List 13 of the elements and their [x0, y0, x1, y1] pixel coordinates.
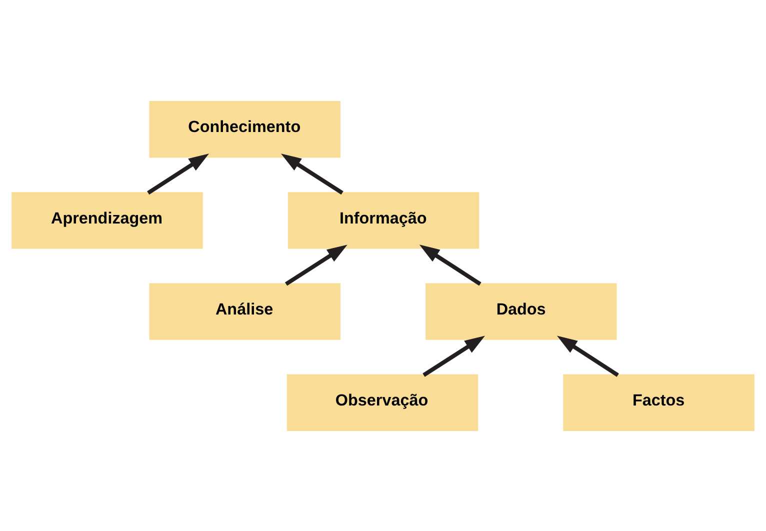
arrow: [419, 244, 482, 286]
arrow: [147, 153, 209, 194]
node-box: Análise: [149, 282, 340, 340]
arrow: [284, 244, 348, 286]
arrow: [557, 335, 619, 376]
node-box: Factos: [563, 374, 754, 430]
node-box: Dados: [426, 282, 617, 340]
arrow: [422, 335, 485, 376]
node-box: Conhecimento: [149, 100, 340, 158]
node-box: Aprendizagem: [12, 192, 203, 248]
node-box: Observação: [286, 374, 478, 430]
node-box: Informação: [288, 192, 480, 248]
arrow: [281, 153, 344, 194]
